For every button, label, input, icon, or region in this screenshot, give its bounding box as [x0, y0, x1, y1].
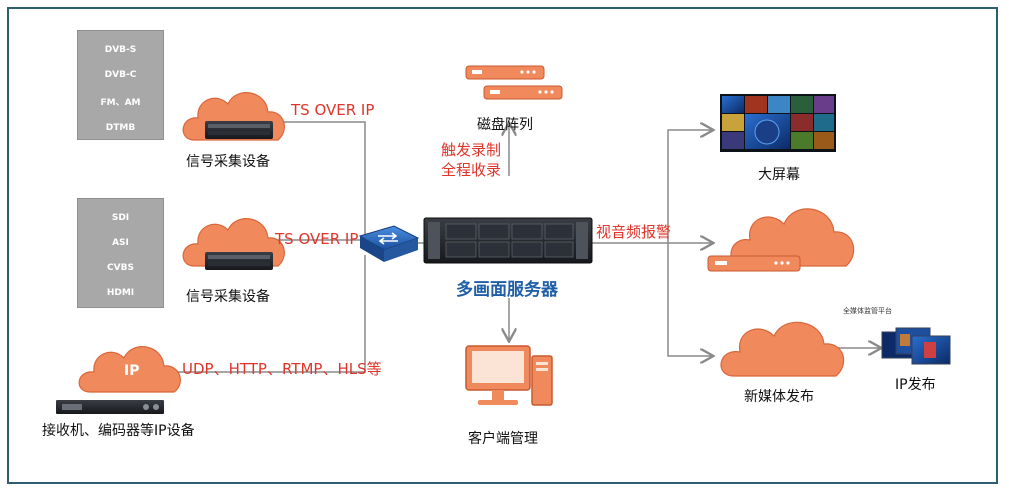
video-wall-icon: [720, 94, 836, 152]
cloud-icon: [720, 321, 845, 377]
ip-cloud-label: IP: [124, 363, 140, 379]
collector2-label: 信号采集设备: [186, 289, 270, 305]
arrow-to-new-media: [667, 243, 712, 356]
protocols-label: UDP、HTTP、RTMP、HLS等: [182, 360, 382, 378]
baseband-source-box: SDI ASI CVBS HDMI: [77, 198, 164, 308]
server-title: 多画面服务器: [456, 280, 558, 300]
switch-icon: [358, 225, 420, 262]
collector1-label: 信号采集设备: [186, 154, 270, 170]
computer-icon: [465, 345, 553, 406]
server-icon: [205, 121, 273, 139]
source-item: DTMB: [105, 123, 136, 133]
trigger-record-label: 触发录制: [441, 141, 502, 159]
ts-over-ip-label-2: TS OVER IP: [275, 230, 359, 248]
ts-over-ip-label-1: TS OVER IP: [291, 101, 375, 119]
encoder-device-icon: [56, 400, 164, 414]
server-icon: [205, 252, 273, 270]
platform-label: 全媒体监管平台: [843, 307, 892, 315]
cloud-icon: [730, 208, 855, 267]
source-item: CVBS: [107, 263, 134, 273]
connection-lines: [170, 121, 880, 373]
broadcast-source-box: DVB-S DVB-C FM、AM DTMB: [77, 30, 164, 140]
device-icon: [707, 255, 801, 272]
server-icon: [423, 217, 593, 264]
source-item: DVB-S: [104, 45, 137, 55]
source-item: HDMI: [106, 288, 135, 298]
ip-publish-label: IP发布: [895, 377, 936, 393]
source-item: DVB-C: [104, 70, 137, 80]
big-screen-label: 大屏幕: [758, 167, 800, 183]
line-collector1: [272, 121, 366, 235]
full-record-label: 全程收录: [441, 161, 502, 179]
av-alarm-label: 视音频报警: [596, 223, 672, 241]
source-item: FM、AM: [100, 98, 141, 108]
new-media-label: 新媒体发布: [744, 389, 814, 405]
cloud-icon: [78, 346, 181, 393]
monitor-icon: [881, 327, 951, 365]
client-label: 客户端管理: [468, 431, 538, 447]
disk-array-label: 磁盘阵列: [477, 117, 533, 133]
source-item: SDI: [111, 213, 130, 223]
ip-devices-label: 接收机、编码器等IP设备: [42, 423, 195, 439]
disk-array-icon: [465, 65, 563, 100]
source-item: ASI: [112, 238, 129, 248]
line-ip-devices: [170, 255, 366, 373]
arrow-to-screen: [667, 130, 712, 243]
